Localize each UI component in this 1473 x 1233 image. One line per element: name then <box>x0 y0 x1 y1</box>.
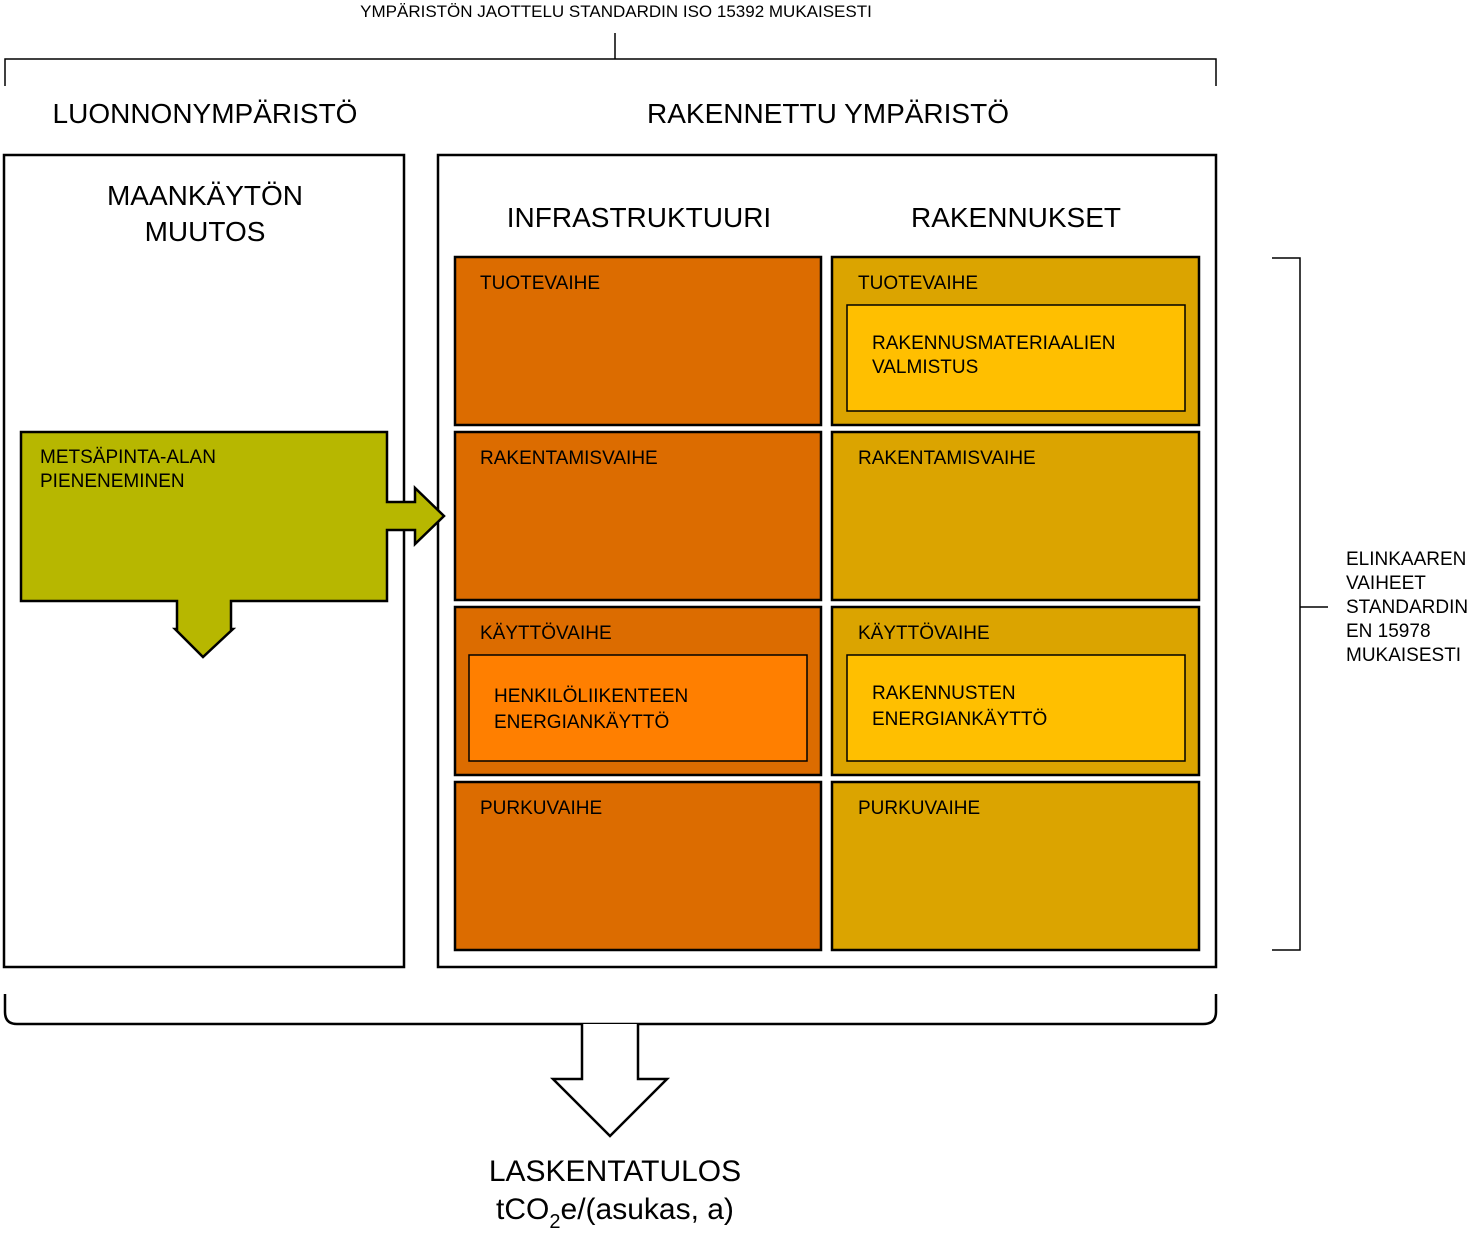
buildings-demolition-phase <box>830 780 1201 952</box>
infra-passenger-energy-line1: HENKILÖLIIKENTEEN <box>494 686 689 707</box>
forest-decrease-label-line1: METSÄPINTA-ALAN <box>40 447 216 468</box>
lifecycle-note-line3: STANDARDIN <box>1346 597 1469 618</box>
buildings-materials-box <box>846 304 1186 412</box>
buildings-materials-line2: VALMISTUS <box>872 357 979 378</box>
buildings-energy-line1: RAKENNUSTEN <box>872 683 1016 704</box>
top-bracket <box>4 33 1217 86</box>
infra-product-phase <box>453 255 823 427</box>
calculation-result-title: LASKENTATULOS <box>488 1155 742 1188</box>
natural-environment-heading: LUONNONYMPÄRISTÖ <box>52 98 358 129</box>
infra-construction-phase <box>453 430 823 602</box>
infra-demolition-phase <box>453 780 823 952</box>
forest-decrease-label-line2: PIENENEMINEN <box>40 471 185 492</box>
buildings-construction-label: RAKENTAMISVAIHE <box>858 448 1036 469</box>
lifecycle-bracket <box>1272 257 1328 951</box>
lifecycle-note-line1: ELINKAAREN <box>1346 549 1467 570</box>
infra-product-label: TUOTEVAIHE <box>480 273 600 294</box>
infra-passenger-energy-box <box>468 654 808 762</box>
infrastructure-heading: INFRASTRUKTUURI <box>506 202 772 233</box>
calculation-result-unit: tCO2e/(asukas, a) <box>435 1191 795 1232</box>
lifecycle-note: ELINKAAREN VAIHEET STANDARDIN EN 15978 M… <box>1346 548 1468 668</box>
buildings-demolition-label: PURKUVAIHE <box>858 798 981 819</box>
infra-demolition-label: PURKUVAIHE <box>480 798 603 819</box>
diagram-title: YMPÄRISTÖN JAOTTELU STANDARDIN ISO 15392… <box>360 2 872 21</box>
land-use-change-title-line1: MAANKÄYTÖN <box>106 180 304 211</box>
buildings-use-label: KÄYTTÖVAIHE <box>858 623 990 644</box>
bottom-bracket <box>3 994 1218 1026</box>
infra-use-label: KÄYTTÖVAIHE <box>480 623 612 644</box>
unit-prefix: tCO <box>496 1193 550 1226</box>
forest-decrease-arrow <box>19 430 446 659</box>
infra-passenger-energy-line2: ENERGIANKÄYTTÖ <box>494 712 670 733</box>
buildings-materials-line1: RAKENNUSMATERIAALIEN <box>872 333 1116 354</box>
land-use-change-title-line2: MUUTOS <box>144 216 266 247</box>
unit-suffix: e/(asukas, a) <box>560 1193 734 1226</box>
buildings-energy-line2: ENERGIANKÄYTTÖ <box>872 709 1048 730</box>
lifecycle-note-line4: EN 15978 <box>1346 621 1431 642</box>
infra-construction-label: RAKENTAMISVAIHE <box>480 448 658 469</box>
result-arrow <box>549 1024 671 1138</box>
lifecycle-note-line5: MUKAISESTI <box>1346 645 1462 666</box>
buildings-energy-box <box>846 654 1186 762</box>
buildings-construction-phase <box>830 430 1201 602</box>
lifecycle-note-line2: VAIHEET <box>1346 573 1426 594</box>
unit-subscript: 2 <box>549 1211 561 1233</box>
built-environment-heading: RAKENNETTU YMPÄRISTÖ <box>647 98 1009 129</box>
buildings-product-label: TUOTEVAIHE <box>858 273 978 294</box>
buildings-heading: RAKENNUKSET <box>910 202 1122 233</box>
calculation-result: LASKENTATULOS tCO2e/(asukas, a) <box>435 1153 795 1232</box>
